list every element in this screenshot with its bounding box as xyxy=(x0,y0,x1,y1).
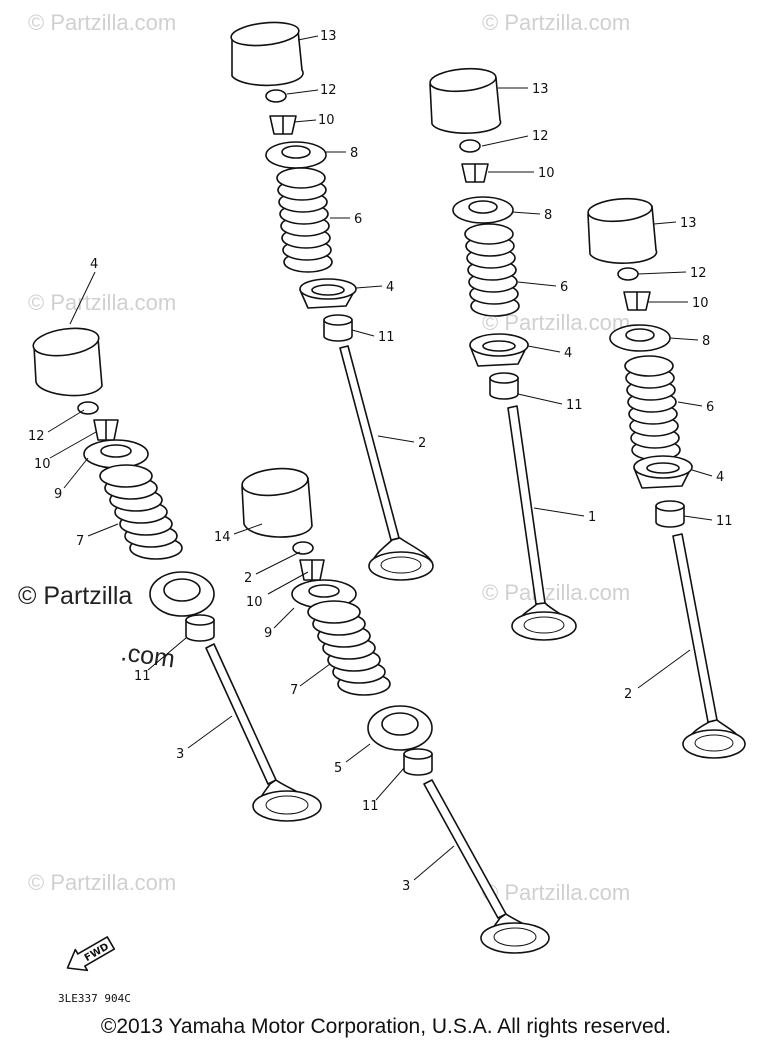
callout-label: 11 xyxy=(566,398,583,413)
valve-cotter xyxy=(623,291,651,311)
callout-label: 2 xyxy=(418,436,426,451)
callout-label: 7 xyxy=(290,683,298,698)
watermark: © Partzilla.com xyxy=(28,870,176,895)
valve-assembly-a xyxy=(230,21,434,581)
callout-label: 6 xyxy=(354,212,362,227)
callout-label: 10 xyxy=(318,113,335,128)
spring-seat xyxy=(469,333,529,367)
callout-label: 12 xyxy=(320,83,337,98)
callout-label: 14 xyxy=(214,530,231,545)
callout-label: 10 xyxy=(246,595,263,610)
exhaust-valve xyxy=(205,643,322,822)
callout-label: 13 xyxy=(320,29,337,44)
valve-cotter xyxy=(461,163,489,183)
watermarks: © Partzilla.com © Partzilla.com © Partzi… xyxy=(18,10,630,905)
leader-lines xyxy=(47,35,713,881)
spring-seat xyxy=(149,571,215,617)
callout-label: 5 xyxy=(334,761,342,776)
callout-label: 13 xyxy=(532,82,549,97)
valve-spring xyxy=(99,464,183,560)
intake-valve xyxy=(672,533,746,759)
valve-lifter xyxy=(587,197,658,264)
watermark-large: © Partzilla xyxy=(18,582,132,610)
valve-cotter xyxy=(269,115,297,135)
callout-label: 4 xyxy=(716,470,724,485)
valve-lifter xyxy=(241,467,313,538)
intake-valve xyxy=(339,345,434,581)
valve-lifter xyxy=(230,21,304,87)
valve-lifter xyxy=(32,327,103,397)
valve-assembly-d xyxy=(32,327,322,822)
callout-label: 12 xyxy=(532,129,549,144)
callout-label: 11 xyxy=(716,514,733,529)
watermark: © Partzilla.com xyxy=(482,580,630,605)
valve-lifter xyxy=(429,67,502,134)
callout-label: 4 xyxy=(386,280,394,295)
callout-label: 12 xyxy=(690,266,707,281)
callout-label: 7 xyxy=(76,534,84,549)
callout-label: 1 xyxy=(588,510,596,525)
callout-label: 3 xyxy=(176,747,184,762)
spring-retainer xyxy=(83,439,149,469)
callout-label: 10 xyxy=(692,296,709,311)
callout-label: 9 xyxy=(264,626,272,641)
stem-seal xyxy=(655,500,685,528)
callout-label: 10 xyxy=(538,166,555,181)
callout-label: 2 xyxy=(244,571,252,586)
copyright-notice: ©2013 Yamaha Motor Corporation, U.S.A. A… xyxy=(100,1015,672,1038)
watermark: © Partzilla.com xyxy=(482,880,630,905)
valve-spring xyxy=(624,355,681,461)
callout-label: 10 xyxy=(34,457,51,472)
intake-valve xyxy=(507,405,577,641)
callout-label: 11 xyxy=(362,799,379,814)
callout-label: 8 xyxy=(544,208,552,223)
callout-label: 6 xyxy=(706,400,714,415)
exhaust-valve xyxy=(423,779,550,954)
callout-label: 3 xyxy=(402,879,410,894)
callout-label: 6 xyxy=(560,280,568,295)
valve-assembly-c xyxy=(587,197,746,759)
callout-label: 11 xyxy=(134,669,151,684)
spring-seat xyxy=(299,278,357,309)
callout-label: 8 xyxy=(350,146,358,161)
callout-label: 8 xyxy=(702,334,710,349)
callout-label: 12 xyxy=(28,429,45,444)
drawing-code: 3LE337 904C xyxy=(58,992,131,1005)
stem-seal xyxy=(403,748,433,776)
stem-seal xyxy=(323,314,353,342)
callouts: 13 12 10 8 6 4 11 2 13 12 10 8 6 4 11 1 … xyxy=(28,29,733,894)
spring-retainer xyxy=(609,324,671,352)
callout-label: 2 xyxy=(624,687,632,702)
spring-retainer xyxy=(265,141,327,169)
valve-cotter xyxy=(299,559,325,581)
valve-spring xyxy=(276,167,333,273)
valve-pad xyxy=(265,89,287,103)
valve-spring xyxy=(307,600,391,696)
valve-pad xyxy=(292,541,314,555)
valve-assembly-b xyxy=(429,67,577,641)
watermark: © Partzilla.com xyxy=(28,10,176,35)
valve-pad xyxy=(617,267,639,281)
watermark: © Partzilla.com xyxy=(28,290,176,315)
callout-label: 11 xyxy=(378,330,395,345)
valve-assembly-e xyxy=(241,467,550,954)
valve-spring xyxy=(464,223,520,317)
callout-label: 4 xyxy=(564,346,572,361)
spring-retainer xyxy=(452,196,514,224)
stem-seal xyxy=(185,614,215,642)
valve-pad xyxy=(459,139,481,153)
watermark: © Partzilla.com xyxy=(482,10,630,35)
callout-label: 4 xyxy=(90,257,98,272)
spring-seat xyxy=(633,455,693,489)
forward-arrow-icon: FWD xyxy=(66,936,116,972)
valve-cotter xyxy=(93,419,119,441)
callout-label: 13 xyxy=(680,216,697,231)
callout-label: 9 xyxy=(54,487,62,502)
stem-seal xyxy=(489,372,519,400)
spring-seat xyxy=(367,705,433,751)
